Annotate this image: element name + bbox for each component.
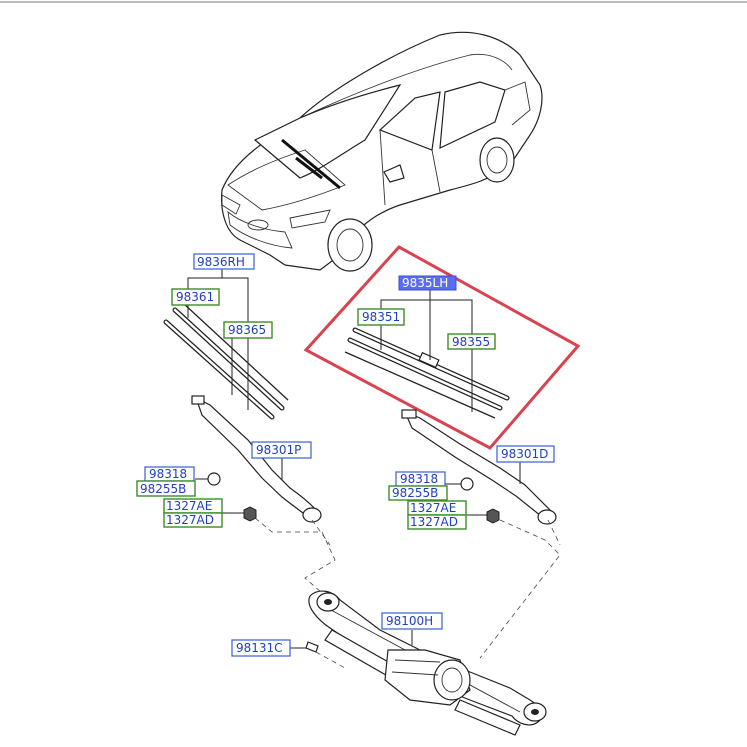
label-98318-rh-text: 98318 xyxy=(149,467,187,481)
label-98255b-rh[interactable] xyxy=(136,480,196,497)
wiper-linkage-motor xyxy=(290,590,547,736)
label-1327ad-rh-text: 1327AD xyxy=(166,513,214,527)
rh-wiper-arm xyxy=(191,395,322,523)
label-98131c-text: 98131C xyxy=(236,641,283,655)
label-98301d[interactable] xyxy=(496,445,555,463)
label-98351[interactable] xyxy=(357,308,405,326)
lh-fasteners xyxy=(444,477,500,524)
label-98301d-text: 98301D xyxy=(501,447,548,461)
label-98361[interactable] xyxy=(171,288,220,306)
label-98301p-text: 98301P xyxy=(256,443,301,457)
label-9836rh[interactable] xyxy=(193,253,255,270)
label-98355-text: 98355 xyxy=(452,335,490,349)
label-98100h-text: 98100H xyxy=(386,614,433,628)
label-1327ae-rh-text: 1327AE xyxy=(166,499,212,513)
label-1327ad-lh-text: 1327AD xyxy=(410,515,458,529)
vehicle-illustration xyxy=(220,31,543,272)
label-9835lh-text: 9835LH xyxy=(402,276,448,290)
label-98365-text: 98365 xyxy=(228,323,266,337)
label-9836rh-text: 9836RH xyxy=(197,255,245,269)
label-1327ae-lh-text: 1327AE xyxy=(410,501,456,515)
label-9835lh[interactable] xyxy=(398,275,457,291)
label-98318-lh-text: 98318 xyxy=(400,472,438,486)
label-1327ad-rh[interactable] xyxy=(163,512,223,528)
lh-blade-group xyxy=(344,290,510,419)
rh-blade-group xyxy=(163,268,289,420)
label-98355[interactable] xyxy=(447,333,496,350)
label-98255b-rh-text: 98255B xyxy=(140,482,186,496)
label-98131c[interactable] xyxy=(231,639,291,657)
highlight-frame xyxy=(303,245,581,450)
label-98100h[interactable] xyxy=(381,612,443,630)
label-98255b-lh-text: 98255B xyxy=(392,486,438,500)
label-98255b-lh[interactable] xyxy=(388,485,448,501)
label-1327ad-lh[interactable] xyxy=(407,514,467,530)
lh-wiper-arm xyxy=(401,409,557,525)
label-98301p[interactable] xyxy=(251,441,312,459)
label-98365[interactable] xyxy=(223,321,273,339)
rh-fasteners xyxy=(195,472,257,522)
label-98361-text: 98361 xyxy=(176,290,214,304)
label-98351-text: 98351 xyxy=(362,310,400,324)
